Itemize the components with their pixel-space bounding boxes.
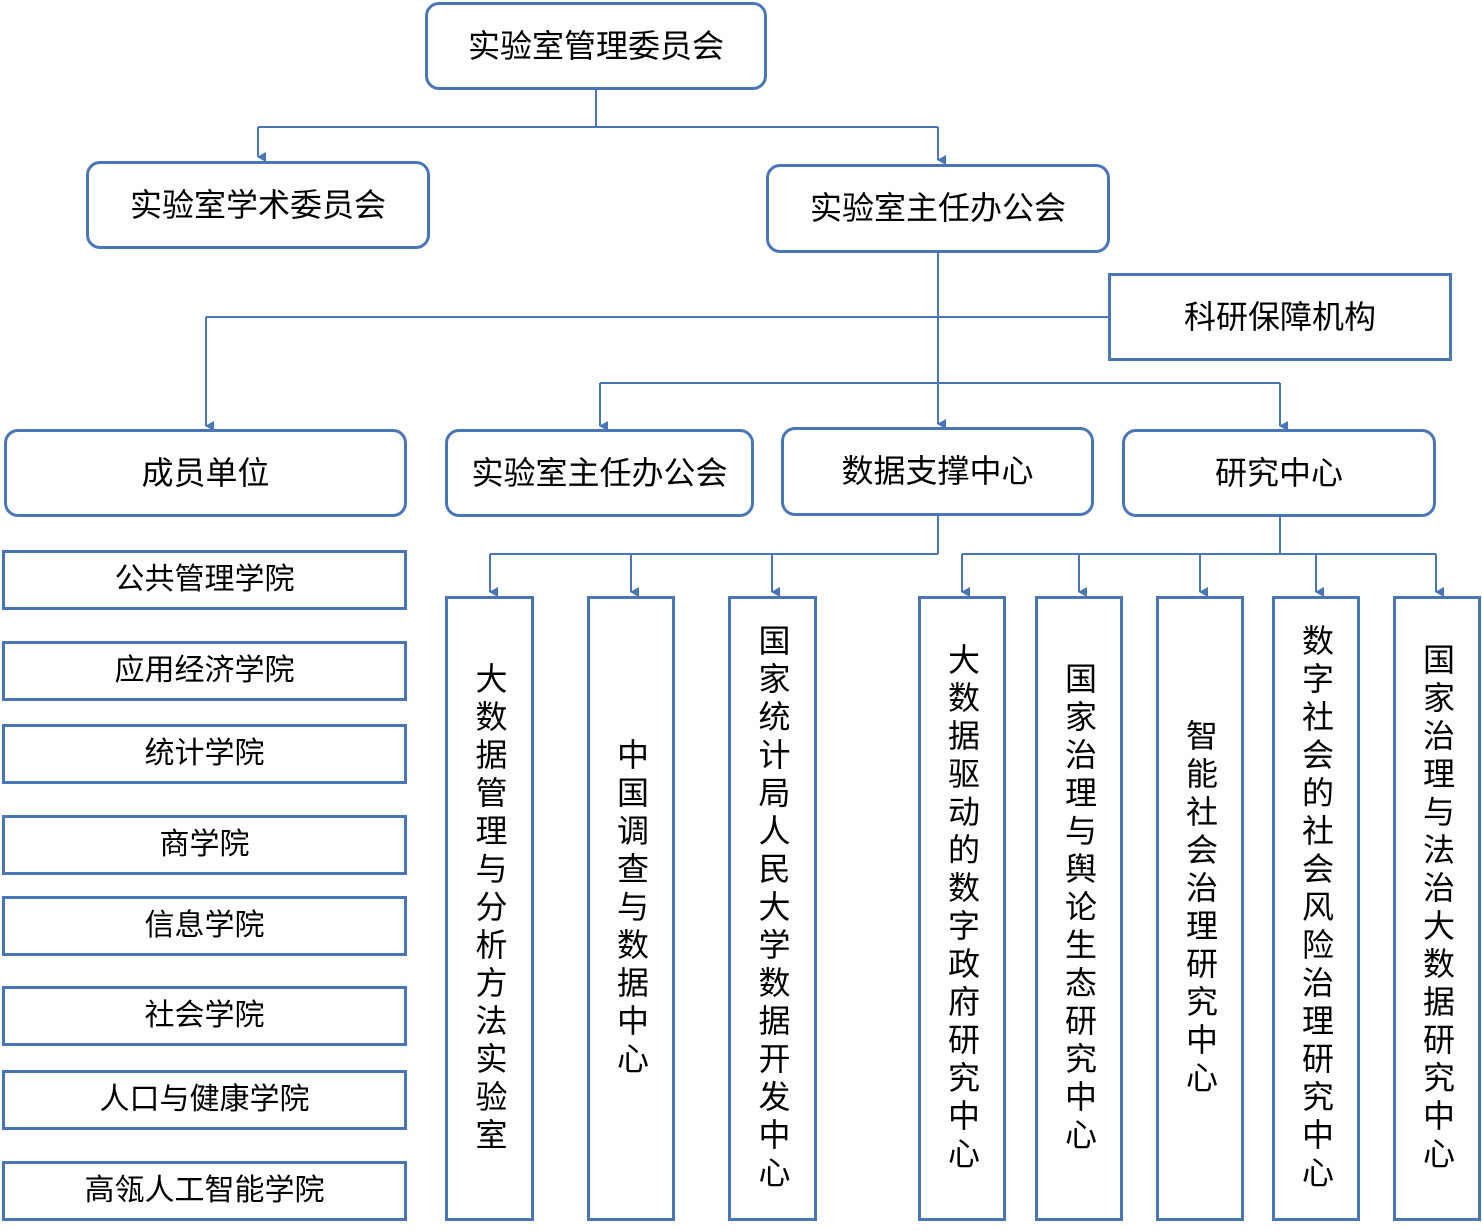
member-unit-label: 公共管理学院: [114, 562, 295, 597]
research-unit: 智能社会治理研究中心: [1156, 596, 1244, 1221]
research-center-box: 研究中心: [1122, 429, 1436, 517]
member-units-label: 成员单位: [141, 453, 270, 492]
directors-office-label: 实验室主任办公会: [809, 189, 1066, 228]
data-center-unit-label: 国家统计局人民大学数据开发中心: [753, 623, 792, 1194]
data-center-label: 数据支撑中心: [841, 452, 1034, 491]
management-committee-label: 实验室管理委员会: [467, 26, 724, 65]
directors-office-2-label: 实验室主任办公会: [471, 453, 728, 492]
data-center-box: 数据支撑中心: [781, 427, 1094, 516]
research-unit-label: 大数据驱动的数字政府研究中心: [943, 642, 981, 1175]
member-unit-label: 统计学院: [144, 736, 265, 771]
member-unit-label: 高瓴人工智能学院: [84, 1173, 325, 1208]
research-unit-label: 数字社会的社会风险治理研究中心: [1297, 623, 1335, 1194]
member-unit: 信息学院: [2, 896, 407, 956]
directors-office-2-box: 实验室主任办公会: [445, 429, 754, 517]
member-unit-label: 应用经济学院: [114, 653, 295, 688]
data-center-unit: 国家统计局人民大学数据开发中心: [728, 596, 817, 1221]
research-unit: 国家治理与舆论生态研究中心: [1035, 596, 1123, 1221]
management-committee-box: 实验室管理委员会: [425, 2, 767, 90]
member-unit: 应用经济学院: [2, 641, 407, 701]
member-unit-label: 人口与健康学院: [99, 1082, 310, 1117]
support-org-label: 科研保障机构: [1183, 297, 1376, 336]
member-units-box: 成员单位: [4, 429, 407, 517]
research-unit-label: 国家治理与法治大数据研究中心: [1418, 642, 1456, 1175]
research-unit: 数字社会的社会风险治理研究中心: [1272, 596, 1360, 1221]
research-unit-label: 智能社会治理研究中心: [1181, 718, 1219, 1099]
data-center-unit-label: 大数据管理与分析方法实验室: [470, 661, 509, 1156]
member-unit: 高瓴人工智能学院: [2, 1161, 407, 1221]
member-unit: 公共管理学院: [2, 550, 407, 610]
research-center-label: 研究中心: [1214, 453, 1343, 492]
member-unit: 人口与健康学院: [2, 1070, 407, 1130]
data-center-unit: 中国调查与数据中心: [587, 596, 675, 1221]
member-unit: 商学院: [2, 815, 407, 875]
support-org-box: 科研保障机构: [1108, 273, 1452, 361]
academic-committee-box: 实验室学术委员会: [86, 161, 430, 249]
data-center-unit: 大数据管理与分析方法实验室: [445, 596, 534, 1221]
member-unit-label: 社会学院: [144, 998, 265, 1033]
academic-committee-label: 实验室学术委员会: [129, 185, 386, 224]
member-unit-label: 商学院: [159, 827, 250, 862]
research-unit: 大数据驱动的数字政府研究中心: [918, 596, 1006, 1221]
research-unit-label: 国家治理与舆论生态研究中心: [1060, 661, 1098, 1156]
research-unit: 国家治理与法治大数据研究中心: [1393, 596, 1481, 1221]
directors-office-box: 实验室主任办公会: [766, 164, 1110, 253]
member-unit: 社会学院: [2, 986, 407, 1046]
data-center-unit-label: 中国调查与数据中心: [612, 737, 650, 1080]
member-unit-label: 信息学院: [144, 908, 265, 943]
member-unit: 统计学院: [2, 724, 407, 784]
